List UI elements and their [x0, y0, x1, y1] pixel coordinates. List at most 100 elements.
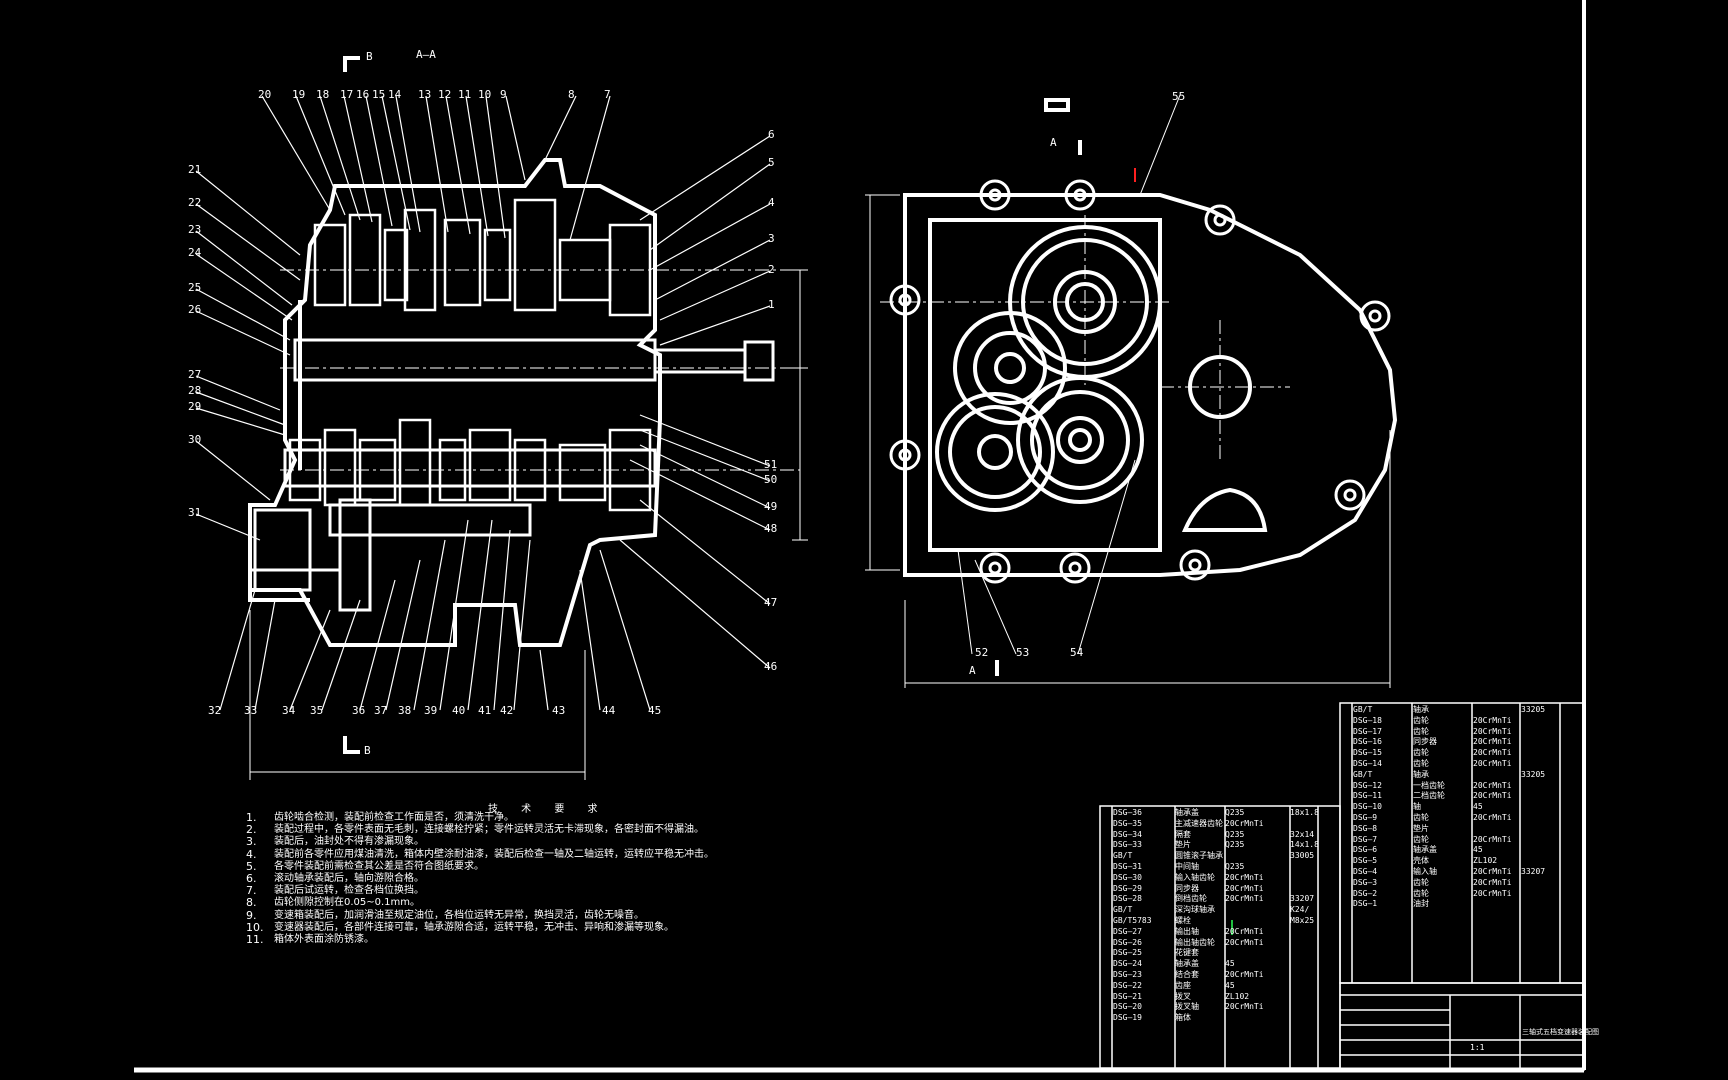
bom-cell-code: DSG—7	[1353, 834, 1378, 844]
part-number-label: 32	[208, 704, 222, 717]
front-view-markers	[995, 98, 1082, 676]
note-number: 6.	[246, 872, 257, 886]
bom-cell-name: 齿轮	[1413, 715, 1429, 725]
title-block-grid	[1339, 982, 1585, 1071]
bom-cell-name: 拨叉	[1175, 991, 1191, 1001]
bom-cell-name: 同步器	[1413, 737, 1437, 747]
bom-cell-name: 齿轮	[1413, 834, 1429, 844]
bom-cell-code: DSG—19	[1113, 1013, 1142, 1023]
bom-cell-mat: 45	[1473, 802, 1483, 812]
note-item: 3.装配后，油封处不得有渗漏现象。	[246, 836, 714, 848]
bom-cell-name: 输入轴齿轮	[1175, 872, 1215, 882]
bom-cell-extra: M8x25	[1290, 915, 1315, 925]
technical-notes: 1.齿轮啮合检测，装配前检查工作面是否，须清洗干净。2.装配过程中，各零件表面无…	[246, 811, 714, 946]
part-number-label: 5	[768, 156, 775, 169]
part-number-label: 55	[1172, 90, 1186, 103]
bom-cell-extra: K24/	[1290, 905, 1310, 915]
bom-cell-code: DSG—10	[1353, 802, 1382, 812]
part-number-label: 17	[340, 88, 354, 101]
note-item: 11.箱体外表面涂防锈漆。	[246, 933, 714, 946]
bom-cell-name: 输入轴	[1413, 866, 1437, 876]
part-number-label: 10	[478, 88, 492, 101]
bom-cell-code: DSG—2	[1353, 888, 1378, 898]
part-number-label: 27	[188, 368, 202, 381]
bom-cell-name: 齿轮	[1413, 812, 1429, 822]
part-number-label: 2	[768, 263, 775, 276]
front-view-centerlines	[880, 215, 1290, 460]
bom-cell-extra: 33207	[1521, 866, 1546, 876]
part-number-label: 40	[452, 704, 466, 717]
bom-cell-mat: 20CrMnTi	[1473, 726, 1512, 736]
note-text: 装配后，油封处不得有渗漏现象。	[274, 836, 424, 848]
bom-cell-extra: 18x1.8	[1290, 808, 1319, 817]
part-number-label: 14	[388, 88, 402, 101]
bom-cell-code: DSG—28	[1113, 894, 1142, 904]
part-number-label: 48	[764, 522, 778, 535]
bom-cell-name: 圆锥滚子轴承	[1175, 851, 1223, 861]
bom-cell-mat: 20CrMnTi	[1225, 969, 1264, 979]
bom-cell-code: GB/T	[1113, 851, 1133, 861]
note-item: 8.齿轮侧隙控制在0.05~0.1mm。	[246, 897, 714, 909]
front-view-dimensions	[865, 94, 1391, 688]
bom-cell-name: 轴	[1413, 802, 1421, 812]
bom-cell-mat: 20CrMnTi	[1473, 888, 1512, 898]
bom-cell-name: 倒档齿轮	[1175, 894, 1207, 904]
part-number-label: 8	[568, 88, 575, 101]
part-number-label: 23	[188, 223, 202, 236]
bom-cell-name: 箱体	[1175, 1013, 1191, 1023]
part-number-label: 52	[975, 646, 989, 659]
part-number-label: 22	[188, 196, 202, 209]
part-number-label: 16	[356, 88, 370, 101]
part-number-label: 42	[500, 704, 514, 717]
part-number-label: 25	[188, 281, 202, 294]
bom-cell-name: 齿轮	[1413, 748, 1429, 758]
bom-cell-mat: 45	[1225, 959, 1235, 969]
bom-cell-extra: 33205	[1521, 705, 1546, 714]
part-number-label: 7	[604, 88, 611, 101]
bom-cell-code: GB/T5783	[1113, 915, 1152, 925]
part-number-label: 24	[188, 246, 202, 259]
note-text: 齿轮啮合检测，装配前检查工作面是否，须清洗干净。	[274, 812, 514, 823]
bom-cell-code: DSG—8	[1353, 823, 1378, 833]
bom-cell-code: DSG—35	[1113, 818, 1142, 828]
part-number-label: 33	[244, 704, 258, 717]
note-item: 5.各零件装配前需检查其公差是否符合图纸要求。	[246, 860, 714, 873]
note-item: 9.变速箱装配后，加润滑油至规定油位，各档位运转无异常，换挡灵活，齿轮无噪音。	[246, 909, 714, 922]
part-number-label: 54	[1070, 646, 1084, 659]
bom-cell-name: 二档齿轮	[1413, 791, 1445, 801]
bom-cell-code: GB/T	[1113, 905, 1133, 915]
section-label-b-bottom: B	[364, 744, 371, 757]
note-number: 10.	[246, 920, 264, 934]
bom-cell-mat: 45	[1225, 980, 1235, 990]
bom-cell-code: DSG—16	[1353, 737, 1382, 747]
part-number-label: 19	[292, 88, 306, 101]
title-block-name: 三轴式五档变速器装配图	[1522, 1028, 1599, 1036]
part-number-label: 39	[424, 704, 438, 717]
note-number: 7.	[246, 884, 257, 898]
bom-cell-mat: Q235	[1225, 861, 1245, 871]
bom-cell-code: DSG—34	[1113, 829, 1142, 839]
bom-cell-mat: 20CrMnTi	[1225, 1002, 1264, 1012]
part-number-label: 37	[374, 704, 388, 717]
note-item: 6.滚动轴承装配后，轴向游隙合格。	[246, 872, 714, 886]
bom-cell-extra: 33205	[1521, 769, 1546, 779]
part-number-label: 41	[478, 704, 492, 717]
bom-cell-code: GB/T	[1353, 705, 1373, 714]
note-text: 装配过程中，各零件表面无毛刺，连接螺栓拧紧；零件运转灵活无卡滞现象，各密封面不得…	[274, 824, 704, 836]
bom-cell-name: 输出轴	[1175, 926, 1199, 936]
bom-cell-code: GB/T	[1353, 769, 1373, 779]
bom-cell-code: DSG—4	[1353, 866, 1378, 876]
part-number-label: 15	[372, 88, 386, 101]
bom-row: DSG—10 轴 45	[1353, 802, 1583, 813]
